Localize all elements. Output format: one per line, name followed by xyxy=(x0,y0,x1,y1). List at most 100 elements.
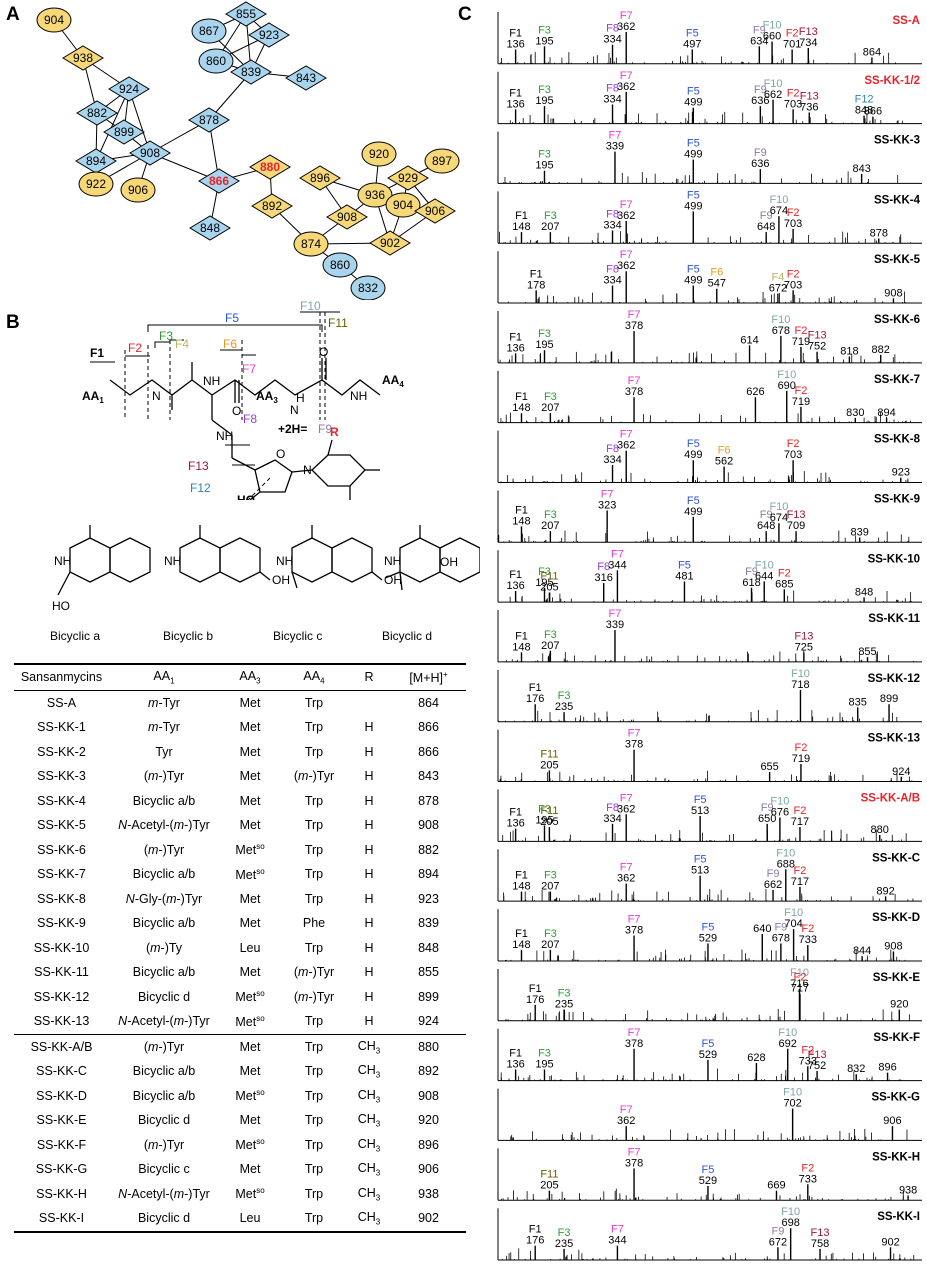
peak-label-719: 719 xyxy=(792,336,810,348)
cell-r: CH3 xyxy=(357,1063,381,1080)
fragment-label-F9: F9 xyxy=(761,802,774,814)
fragment-label-F12: F12 xyxy=(855,94,874,106)
network-node-906[interactable]: 906 xyxy=(414,198,456,224)
peak-label-178: 178 xyxy=(527,279,545,291)
cell-name: SS-KK-A/B xyxy=(14,1033,109,1059)
svg-text:936: 936 xyxy=(365,188,385,202)
cell-aa3: Met xyxy=(239,793,261,808)
svg-text:894: 894 xyxy=(86,154,106,168)
label-o-3: O xyxy=(276,447,285,461)
network-node-904[interactable]: 904 xyxy=(385,192,421,218)
header-r: R xyxy=(364,670,374,685)
spectrum-title: SS-KK-9 xyxy=(874,493,920,505)
cell-r: H xyxy=(364,842,374,857)
network-node-874[interactable]: 874 xyxy=(293,231,329,257)
network-node-904[interactable]: 904 xyxy=(36,7,72,33)
peak-label-752: 752 xyxy=(808,1060,826,1072)
fragment-label-F3: F3 xyxy=(558,690,571,702)
peak-label-334: 334 xyxy=(603,275,621,287)
network-node-922[interactable]: 922 xyxy=(78,171,114,197)
network-node-866[interactable]: 866 xyxy=(198,168,240,194)
spectrum-SS-A: 136F1195F3334F8362F7497F5634F9660F10701F… xyxy=(497,10,922,65)
fragment-label-F5: F5 xyxy=(686,27,699,39)
cell-aa1: (m-)Ty xyxy=(145,940,183,955)
peak-label-839: 839 xyxy=(850,527,868,539)
cell-aa4: Trp xyxy=(304,867,324,882)
network-node-882[interactable]: 882 xyxy=(76,100,118,126)
peak-label-701: 701 xyxy=(783,38,801,50)
peak-label-660: 660 xyxy=(763,31,781,43)
svg-text:860: 860 xyxy=(206,54,226,68)
fragment-label-F10: F10 xyxy=(771,314,790,326)
bicyclic-svg: NH HO NH OH NH OH NH OH Bicyclic a Bicyc… xyxy=(50,525,492,643)
network-node-929[interactable]: 929 xyxy=(387,165,429,191)
cell-mh: 899 xyxy=(418,989,439,1004)
label-plus2h: +2H= xyxy=(278,422,307,436)
network-node-902[interactable]: 902 xyxy=(369,230,411,256)
peak-label-362: 362 xyxy=(617,1115,635,1127)
network-node-878[interactable]: 878 xyxy=(188,107,230,133)
peak-label-920: 920 xyxy=(890,999,908,1011)
fragment-label-F11: F11 xyxy=(540,805,558,817)
spectrum-title: SS-KK-1/2 xyxy=(864,75,920,87)
network-node-848[interactable]: 848 xyxy=(189,215,231,241)
network-node-906[interactable]: 906 xyxy=(120,177,156,203)
label-h: H xyxy=(296,391,305,405)
network-node-923[interactable]: 923 xyxy=(248,22,290,48)
peak-label-339: 339 xyxy=(606,619,624,631)
svg-text:839: 839 xyxy=(241,65,261,79)
spectrum-SS-KK-1/2: 136F1195F3334F8362F7499F5636F9662F10703F… xyxy=(497,70,922,125)
network-node-894[interactable]: 894 xyxy=(75,148,117,174)
svg-text:908: 908 xyxy=(337,210,357,224)
frag-f11: F11 xyxy=(328,316,348,330)
network-node-839[interactable]: 839 xyxy=(230,59,272,85)
peak-label-672: 672 xyxy=(769,1236,787,1248)
network-node-860[interactable]: 860 xyxy=(198,48,234,74)
frag-f6: F6 xyxy=(223,337,237,351)
cell-aa4: (m-)Tyr xyxy=(293,965,335,980)
network-node-908[interactable]: 908 xyxy=(129,140,171,166)
peak-label-513: 513 xyxy=(691,865,709,877)
peak-label-378: 378 xyxy=(625,386,643,398)
network-node-896[interactable]: 896 xyxy=(299,165,341,191)
cell-aa3: Met xyxy=(239,1064,261,1079)
cell-aa1: (m-)Tyr xyxy=(143,842,185,857)
network-node-832[interactable]: 832 xyxy=(350,275,386,301)
network-node-920[interactable]: 920 xyxy=(361,141,397,167)
bicyclic-structures: NH HO NH OH NH OH NH OH Bicyclic a Bicyc… xyxy=(10,500,492,660)
peak-label-176: 176 xyxy=(526,1235,544,1247)
network-node-908[interactable]: 908 xyxy=(326,204,368,230)
peak-label-148: 148 xyxy=(512,939,530,951)
cell-r: H xyxy=(364,769,374,784)
fragment-label-F2: F2 xyxy=(801,923,814,935)
network-node-860[interactable]: 860 xyxy=(322,252,358,278)
peak-label-678: 678 xyxy=(772,932,790,944)
label-aa1: AA1 xyxy=(82,389,104,405)
cell-aa1: Tyr xyxy=(155,744,173,759)
network-node-892[interactable]: 892 xyxy=(251,193,293,219)
network-node-899[interactable]: 899 xyxy=(103,119,145,145)
peak-label-207: 207 xyxy=(541,939,559,951)
network-node-880[interactable]: 880 xyxy=(249,154,291,180)
cell-aa3: Metso xyxy=(235,1088,265,1104)
network-node-867[interactable]: 867 xyxy=(191,18,227,44)
network-node-936[interactable]: 936 xyxy=(357,182,393,208)
cell-aa1: N-Acetyl-(m-)Tyr xyxy=(118,1186,210,1201)
fragment-label-F10: F10 xyxy=(791,668,810,680)
cell-aa4: Trp xyxy=(304,1162,324,1177)
fragment-label-F8: F8 xyxy=(606,23,619,35)
cell-aa3: Met xyxy=(219,1033,281,1059)
network-node-938[interactable]: 938 xyxy=(62,45,104,71)
fragment-label-F10: F10 xyxy=(770,795,789,807)
network-node-843[interactable]: 843 xyxy=(285,65,327,91)
cell-aa4: Trp xyxy=(304,1113,324,1128)
spectrum-SS-KK-9: 148F1207F3323F7499F5648F9674F10709F13839… xyxy=(497,488,922,543)
peak-label-703: 703 xyxy=(784,218,802,230)
network-node-924[interactable]: 924 xyxy=(108,76,150,102)
network-node-855[interactable]: 855 xyxy=(225,1,267,27)
network-node-897[interactable]: 897 xyxy=(424,148,460,174)
peak-label-529: 529 xyxy=(699,1175,717,1187)
cell-r: CH3 xyxy=(357,1112,381,1129)
